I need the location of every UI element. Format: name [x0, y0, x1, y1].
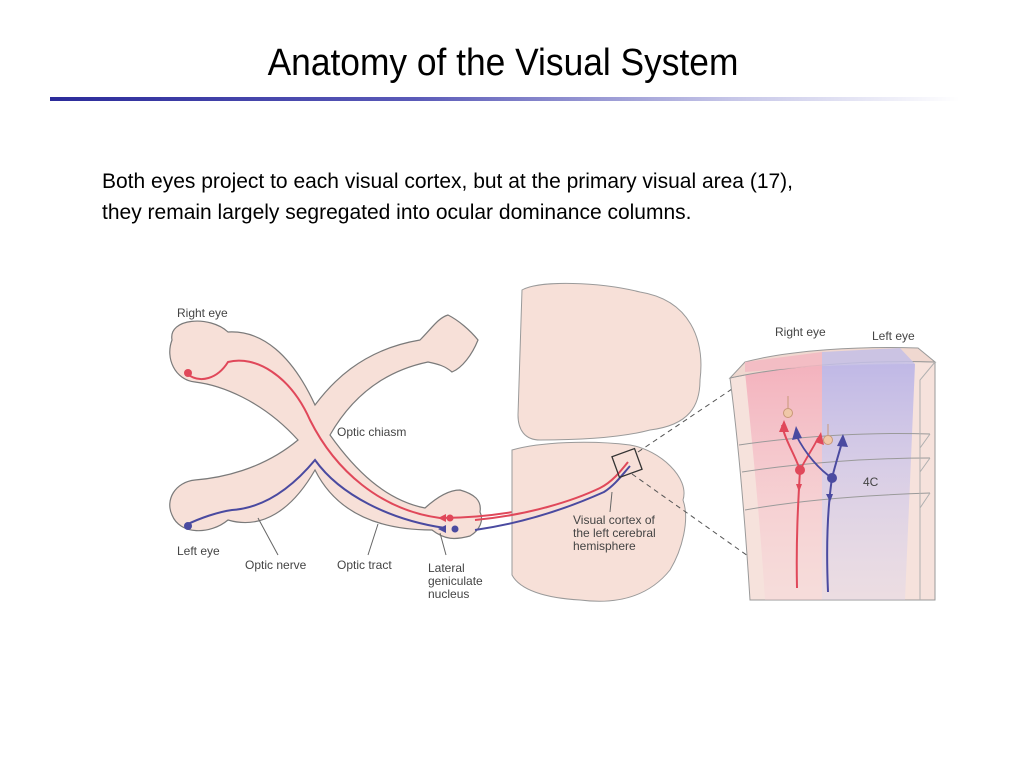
label-inset-right-eye: Right eye: [775, 325, 826, 339]
label-leader-lines: [257, 491, 613, 556]
label-optic-tract: Optic tract: [337, 558, 392, 572]
title-underline: [50, 97, 960, 101]
label-visual-cortex-line-2: the left cerebral: [573, 526, 656, 540]
label-optic-chiasm: Optic chiasm: [337, 425, 406, 439]
visual-pathway-diagram: Right eye Optic chiasm Left eye Optic ne…: [143, 245, 955, 617]
zoom-lines: [631, 386, 749, 557]
optic-chiasm-tissue: [169, 314, 483, 540]
body-line-2: they remain largely segregated into ocul…: [102, 201, 692, 224]
right-hemisphere-outline: [517, 282, 702, 441]
left-hemisphere-outline: [511, 441, 687, 602]
right-eye-retina-cell: [184, 369, 192, 377]
ocular-dominance-inset: [728, 347, 937, 601]
label-visual-cortex-line-1: Visual cortex of: [573, 513, 655, 527]
cortex-zoom-box: [611, 447, 643, 479]
body-line-1: Both eyes project to each visual cortex,…: [102, 170, 794, 193]
left-eye-retina-cell: [184, 522, 192, 530]
left-eye-pathway: [185, 458, 446, 529]
label-lgn-line-3: nucleus: [428, 587, 469, 601]
slide-title: Anatomy of the Visual System: [267, 42, 739, 84]
label-optic-nerve: Optic nerve: [245, 558, 307, 572]
slide-body-text: Both eyes project to each visual cortex,…: [102, 166, 982, 228]
label-right-eye: Right eye: [177, 306, 228, 320]
label-left-eye: Left eye: [177, 544, 220, 558]
label-lgn-line-1: Lateral: [428, 561, 465, 575]
label-visual-cortex-line-3: hemisphere: [573, 539, 636, 553]
label-inset-left-eye: Left eye: [872, 329, 915, 343]
lgn-synapses: [438, 514, 459, 533]
label-layer-4c: 4C: [863, 475, 879, 489]
label-lgn-line-2: geniculate: [428, 574, 483, 588]
